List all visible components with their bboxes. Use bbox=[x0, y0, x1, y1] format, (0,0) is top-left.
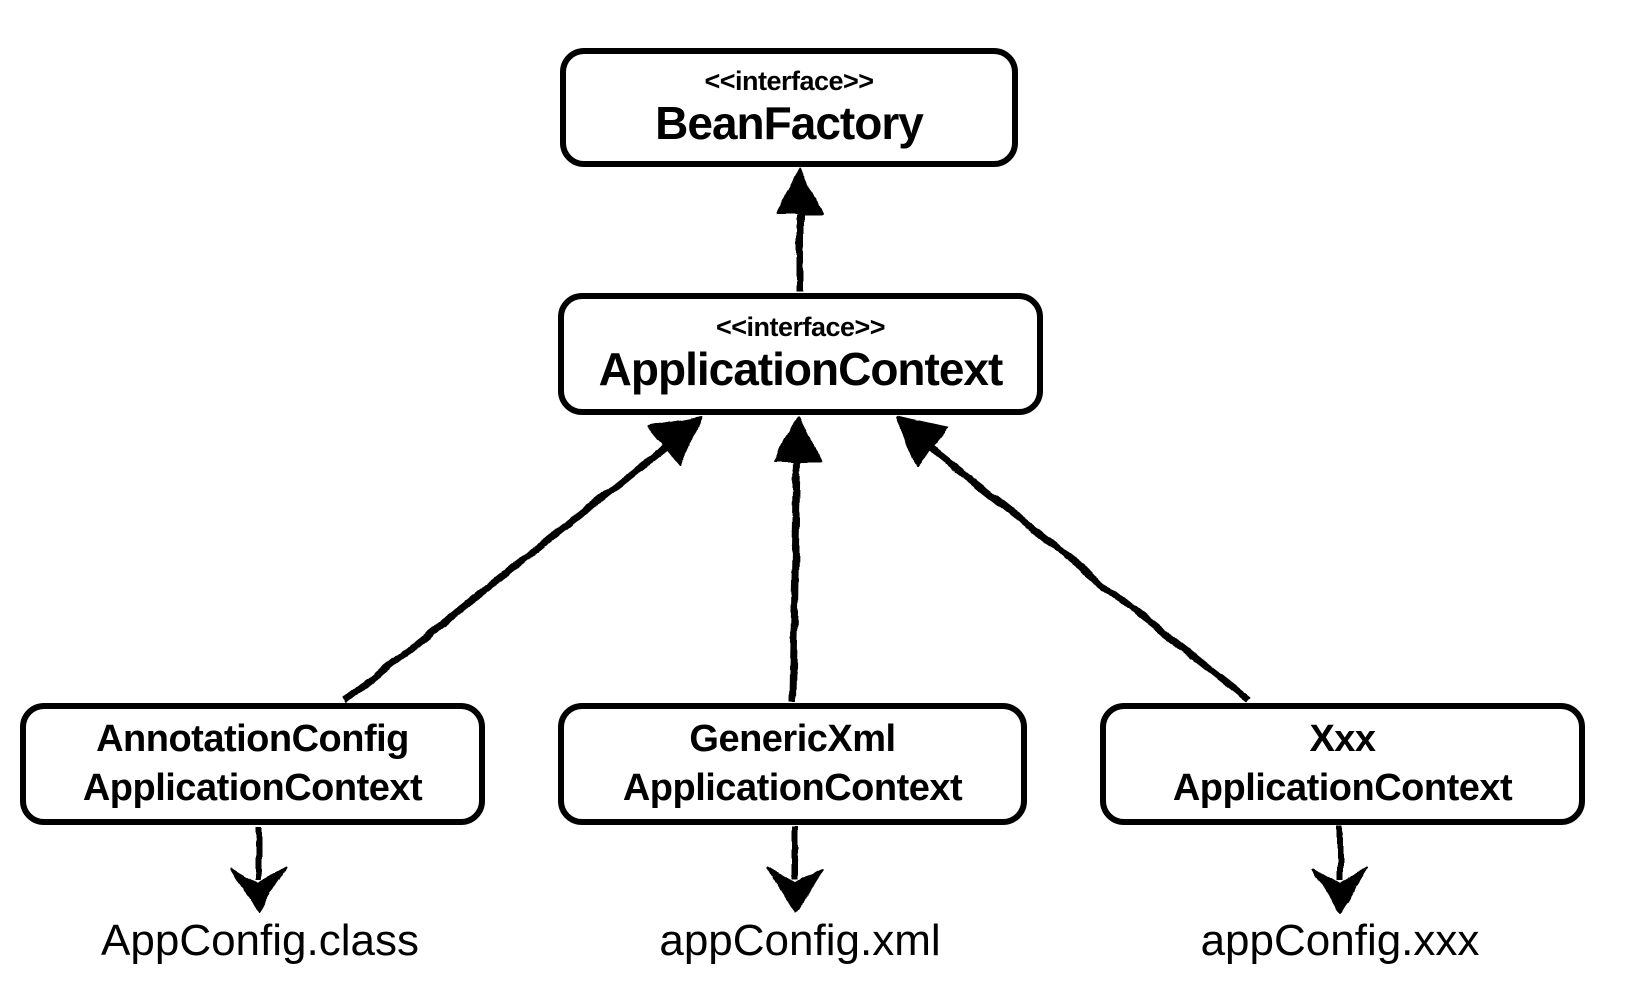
arrow-genericxml-to-appconfig-xml bbox=[767, 826, 823, 913]
genericxml-name-line2: ApplicationContext bbox=[622, 767, 963, 809]
xxx-name-line2: ApplicationContext bbox=[1172, 767, 1513, 809]
applicationcontext-stereotype: <<interface>> bbox=[715, 312, 886, 343]
label-appconfig-xml: appConfig.xml bbox=[659, 916, 941, 965]
annotationconfig-name-line1: AnnotationConfig bbox=[96, 718, 409, 761]
arrow-annotationconfig-to-applicationcontext bbox=[342, 416, 702, 704]
xxx-name-line1: Xxx bbox=[1309, 718, 1376, 761]
arrow-annotationconfig-to-appconfig-class bbox=[230, 826, 286, 913]
arrow-xxx-to-appconfig-xxx bbox=[1312, 826, 1368, 913]
genericxml-name-line1: GenericXml bbox=[689, 718, 896, 761]
annotationconfig-name-line2: ApplicationContext bbox=[82, 767, 423, 809]
arrow-xxx-to-applicationcontext bbox=[896, 416, 1253, 704]
beanfactory-name: BeanFactory bbox=[655, 96, 924, 149]
arrow-applicationcontext-to-beanfactory bbox=[776, 168, 824, 292]
arrow-genericxml-to-applicationcontext bbox=[775, 415, 821, 702]
label-appconfig-class: AppConfig.class bbox=[101, 916, 419, 965]
node-xxx-applicationcontext: Xxx ApplicationContext bbox=[1100, 703, 1585, 825]
node-genericxml-applicationcontext: GenericXml ApplicationContext bbox=[558, 703, 1027, 825]
node-annotationconfig-applicationcontext: AnnotationConfig ApplicationContext bbox=[20, 703, 485, 825]
node-beanfactory: <<interface>> BeanFactory bbox=[560, 48, 1018, 167]
node-applicationcontext: <<interface>> ApplicationContext bbox=[558, 293, 1043, 415]
beanfactory-stereotype: <<interface>> bbox=[704, 65, 874, 96]
label-appconfig-xxx: appConfig.xxx bbox=[1200, 916, 1480, 965]
applicationcontext-name: ApplicationContext bbox=[598, 343, 1004, 396]
